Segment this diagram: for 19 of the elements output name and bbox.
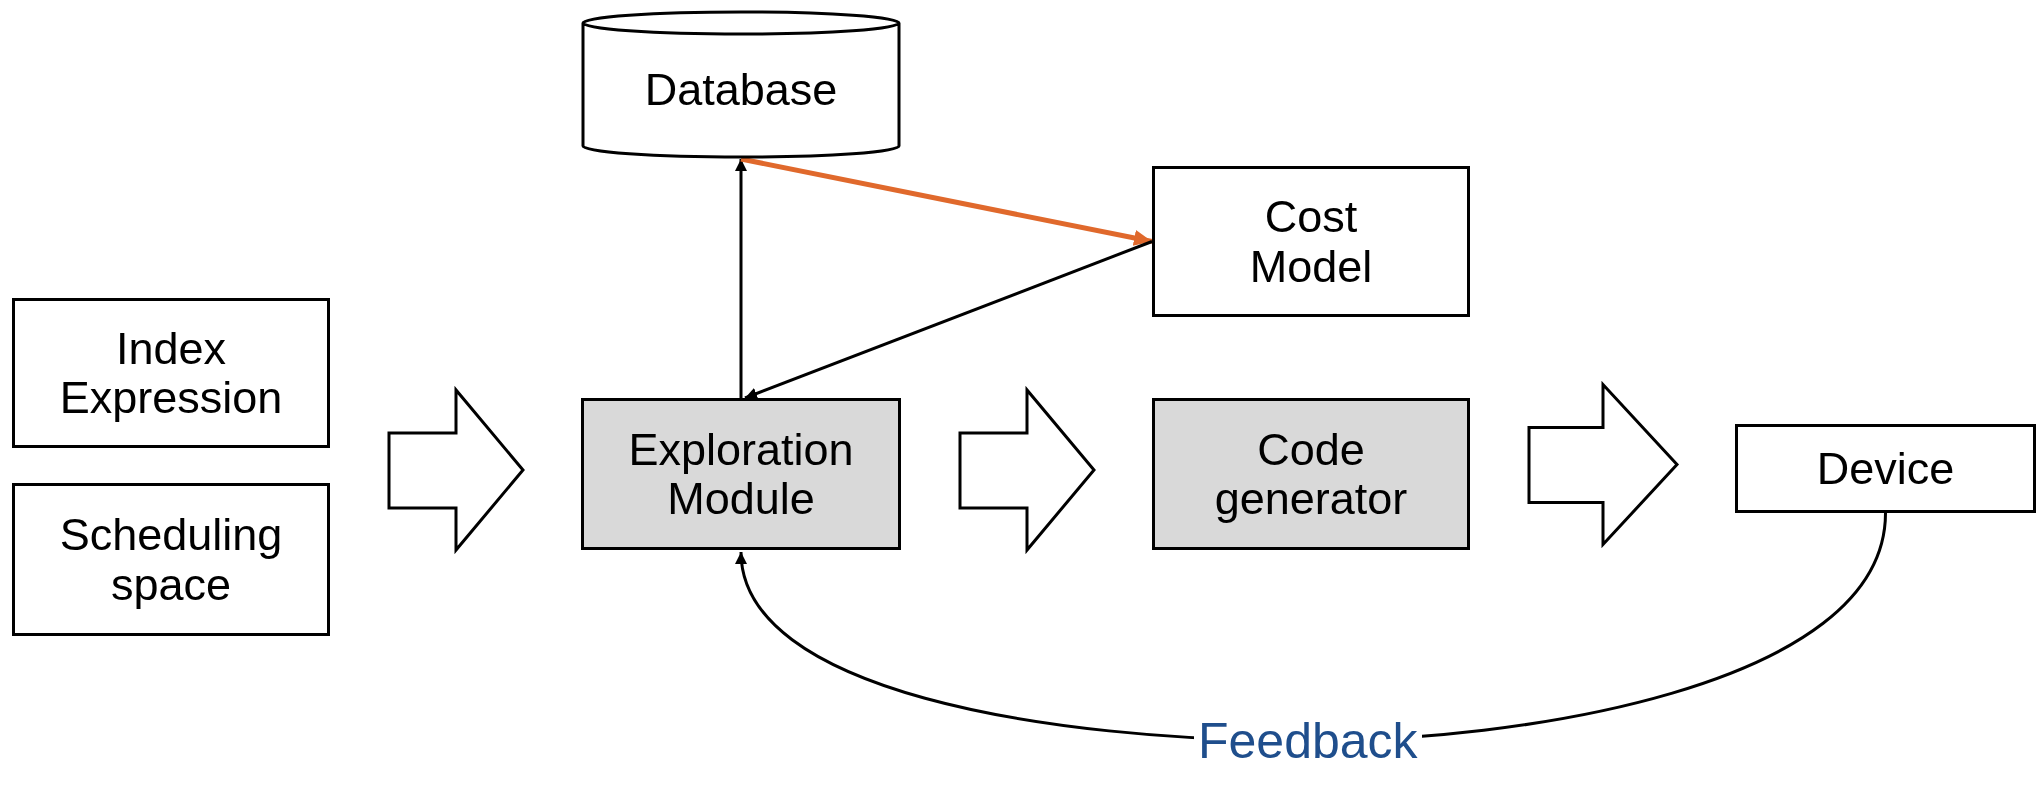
module-box bbox=[1152, 398, 1470, 550]
highlighted-arrow bbox=[740, 156, 1153, 246]
process-box bbox=[1152, 166, 1470, 317]
node-label: Scheduling space bbox=[58, 510, 284, 609]
arrow bbox=[735, 159, 747, 398]
arrow bbox=[744, 240, 1153, 400]
input-box bbox=[12, 483, 330, 636]
node-label: Database bbox=[643, 64, 839, 115]
block-arrow bbox=[387, 385, 525, 555]
node-label: Index Expression bbox=[58, 323, 284, 423]
node-label: Device bbox=[1815, 443, 1956, 494]
node-label: Code generator bbox=[1213, 424, 1409, 524]
block-arrow bbox=[1527, 380, 1680, 549]
input-box bbox=[12, 298, 330, 448]
device-box bbox=[1735, 424, 2036, 513]
node-label: Exploration Module bbox=[627, 424, 855, 524]
module-box bbox=[581, 398, 901, 550]
node-label: Cost Model bbox=[1248, 192, 1374, 291]
block-arrow bbox=[958, 385, 1096, 555]
